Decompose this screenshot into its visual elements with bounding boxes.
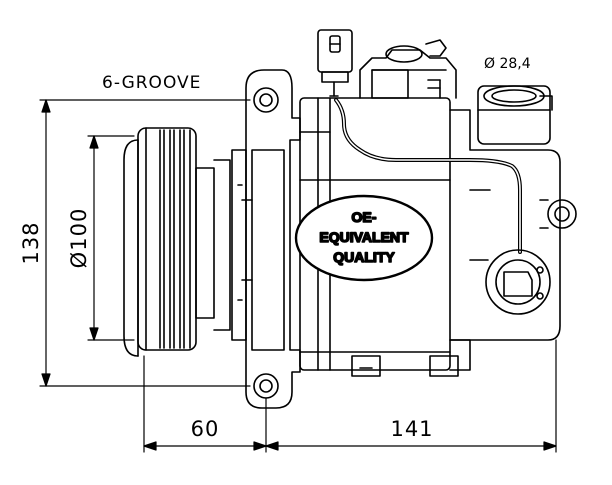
pulley-offset-label: 60 bbox=[191, 417, 220, 441]
sensor-cable bbox=[334, 98, 522, 254]
rear-housing bbox=[449, 85, 577, 371]
badge-line-1: OE- bbox=[352, 209, 377, 225]
oe-equivalent-badge: OE- EQUIVALENT QUALITY bbox=[294, 194, 434, 282]
pulley-diameter-label: Ø100 bbox=[67, 208, 91, 269]
electrical-connector bbox=[317, 29, 353, 97]
port-diameter-label: Ø 28,4 bbox=[484, 56, 531, 72]
pulley bbox=[123, 127, 247, 357]
body-length-label: 141 bbox=[390, 417, 433, 441]
height-dimension-label: 138 bbox=[19, 221, 43, 264]
badge-line-2: EQUIVALENT bbox=[319, 229, 409, 245]
front-housing bbox=[241, 69, 301, 409]
dimension-lines bbox=[39, 99, 557, 453]
badge-line-3: QUALITY bbox=[333, 249, 395, 265]
groove-count-label: 6-GROOVE bbox=[102, 73, 201, 93]
